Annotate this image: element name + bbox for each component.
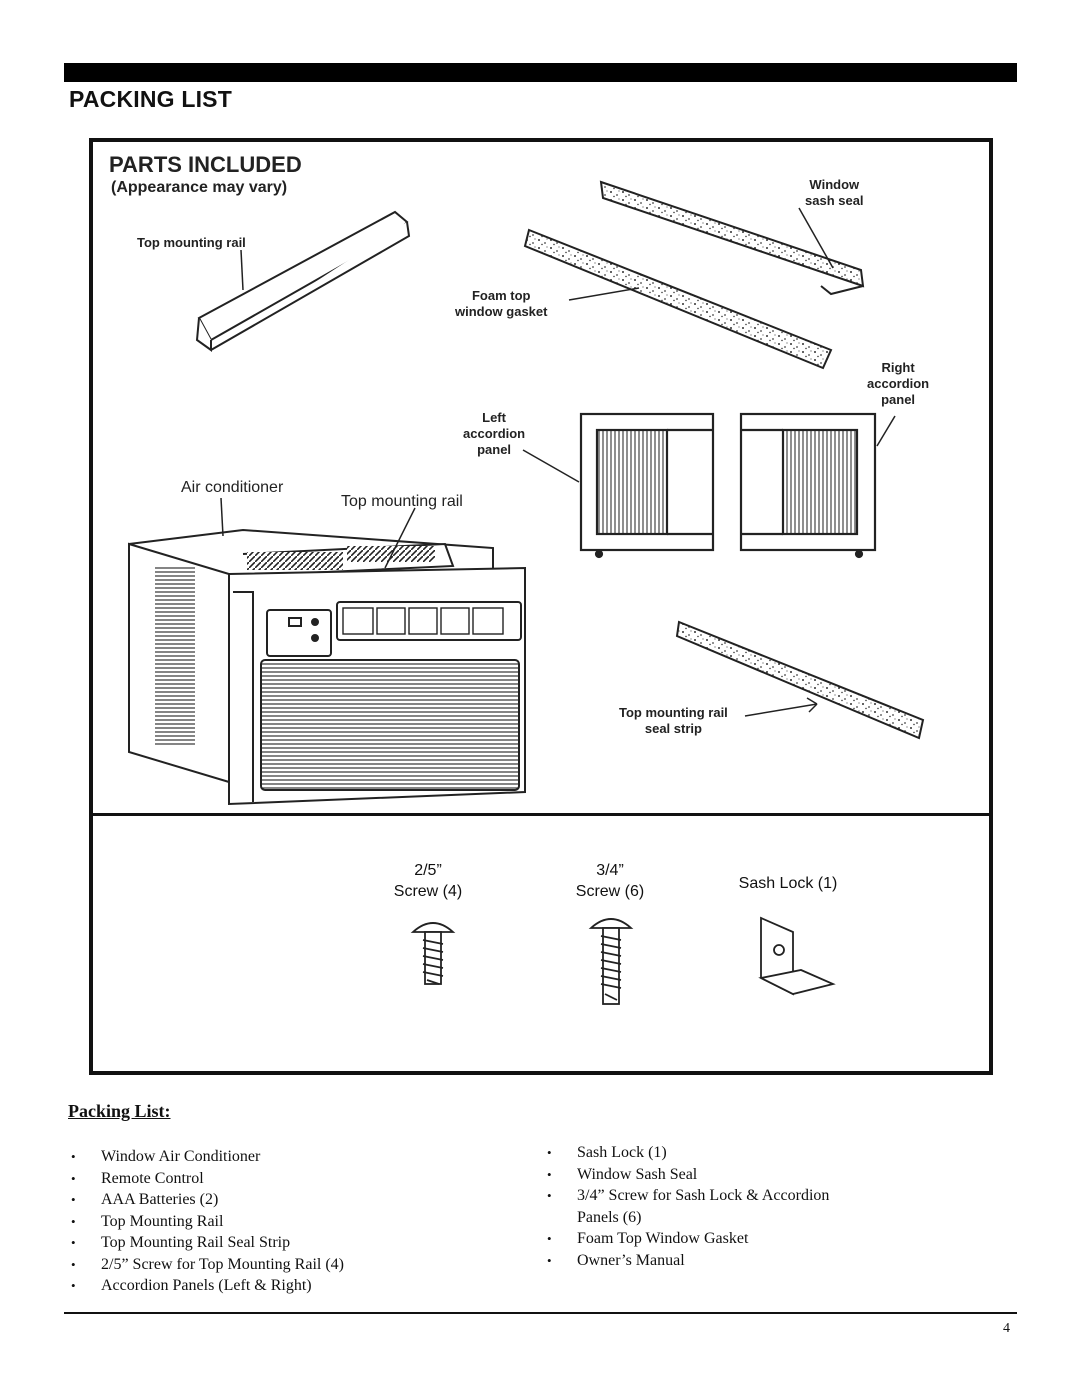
top-rail-leader	[240, 249, 244, 291]
header-bar	[64, 63, 1017, 82]
list-item: Top Mounting Rail Seal Strip	[69, 1232, 489, 1254]
foam-gasket-leader	[568, 287, 640, 301]
packing-list-left: Window Air Conditioner Remote Control AA…	[69, 1146, 489, 1297]
sash-seal-leader	[798, 207, 834, 269]
label-top-mounting-rail: Top mounting rail	[137, 235, 246, 250]
label-left-accordion-panel: Left accordion panel	[463, 410, 526, 457]
packing-list-right: Sash Lock (1) Window Sash Seal 3/4” Scre…	[545, 1142, 875, 1271]
ac-leader	[220, 497, 224, 537]
page-number: 4	[1003, 1321, 1010, 1336]
label-right-accordion-panel: Right accordion panel	[867, 360, 930, 407]
figure-divider	[93, 813, 989, 816]
seal-strip-leader	[744, 703, 818, 717]
label-sash-lock: Sash Lock (1)	[738, 875, 838, 892]
list-item: Sash Lock (1)	[545, 1142, 875, 1164]
list-item: Top Mounting Rail	[69, 1211, 489, 1233]
footer-rule	[64, 1312, 1017, 1314]
list-item: 3/4” Screw for Sash Lock & Accordion Pan…	[545, 1185, 875, 1228]
figure-subtitle: (Appearance may vary)	[111, 179, 288, 196]
ac-rail-leader	[384, 507, 416, 569]
parts-illustration	[128, 180, 925, 1005]
list-item: Window Air Conditioner	[69, 1146, 489, 1168]
top-mounting-rail-drawing	[195, 210, 411, 352]
long-screw-drawing	[588, 918, 634, 1005]
sash-lock-drawing	[758, 916, 836, 996]
foam-gasket-drawing	[523, 228, 833, 370]
right-accordion-panel-drawing	[739, 412, 877, 559]
small-screw-drawing	[410, 922, 456, 985]
list-item: Foam Top Window Gasket	[545, 1228, 875, 1250]
label-screw-2-5: 2/5” Screw (4)	[393, 862, 463, 900]
list-item: Window Sash Seal	[545, 1164, 875, 1186]
label-foam-gasket: Foam top window gasket	[455, 288, 548, 319]
label-air-conditioner: Air conditioner	[181, 479, 284, 496]
list-item: Remote Control	[69, 1168, 489, 1190]
seal-strip-drawing	[675, 620, 925, 740]
label-top-mounting-rail-2: Top mounting rail	[341, 493, 463, 510]
label-screw-3-4: 3/4” Screw (6)	[575, 862, 645, 900]
right-panel-leader	[876, 415, 896, 447]
list-item: AAA Batteries (2)	[69, 1189, 489, 1211]
parts-included-figure: PARTS INCLUDED (Appearance may vary) Top…	[89, 138, 993, 1075]
packing-list-title: Packing List:	[68, 1101, 171, 1121]
window-sash-seal-drawing	[599, 180, 865, 296]
list-item: Owner’s Manual	[545, 1250, 875, 1272]
label-window-sash-seal: Window sash seal	[805, 177, 864, 208]
list-item: 2/5” Screw for Top Mounting Rail (4)	[69, 1254, 489, 1276]
air-conditioner-drawing	[128, 528, 526, 806]
left-accordion-panel-drawing	[579, 412, 715, 559]
list-item: Accordion Panels (Left & Right)	[69, 1275, 489, 1297]
page-title: PACKING LIST	[69, 86, 232, 112]
figure-title: PARTS INCLUDED	[109, 152, 302, 177]
left-panel-leader	[522, 449, 580, 483]
label-seal-strip: Top mounting rail seal strip	[619, 705, 728, 736]
